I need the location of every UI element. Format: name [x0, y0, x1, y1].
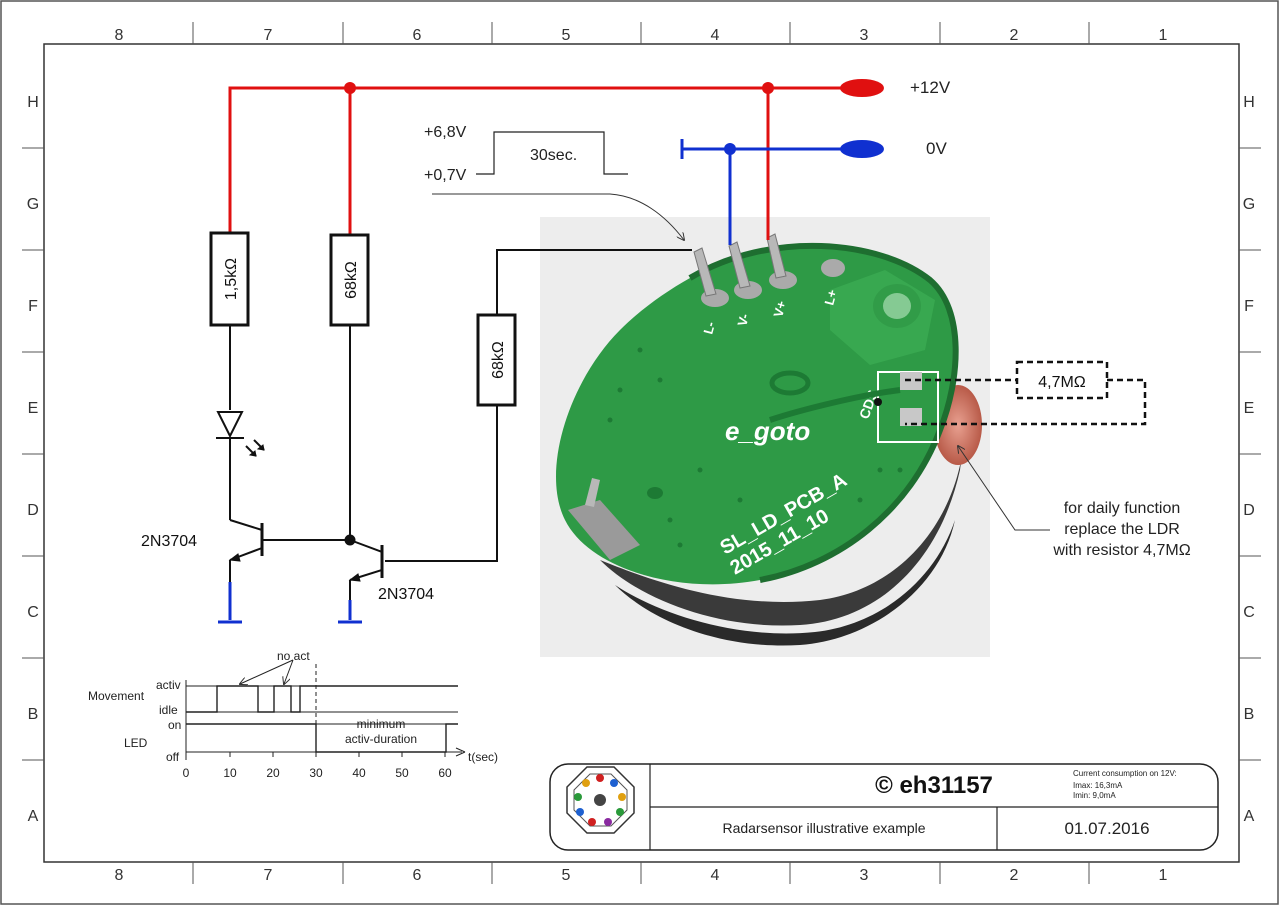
pin-label: V- [734, 312, 752, 328]
idle-label: idle [159, 703, 178, 717]
tick-label: 40 [352, 766, 366, 780]
pcb-photo: CDS L- V- V+ L+ e_goto SL_LD_PCB_A 2015_… [540, 217, 990, 657]
driver-circuit [209, 231, 692, 624]
led-label: LED [124, 736, 148, 750]
led-symbol [216, 411, 265, 457]
row-label-right: G [1243, 196, 1255, 213]
consumption-title: Current consumption on 12V: [1073, 769, 1177, 778]
row-label-right: D [1243, 502, 1255, 519]
tick-label: 30 [309, 766, 323, 780]
row-label-left: D [27, 502, 39, 519]
pin-label: L- [700, 320, 718, 336]
col-label-bottom: 8 [115, 867, 124, 884]
resistor-r3 [476, 313, 517, 407]
row-label-right: A [1244, 808, 1255, 825]
row-label-right: E [1244, 400, 1255, 417]
activ-label: activ [156, 678, 181, 692]
row-label-left: E [28, 400, 39, 417]
r-ldr-label: 4,7MΩ [1038, 374, 1086, 391]
zero-v-label: 0V [926, 139, 947, 158]
col-label-bottom: 5 [562, 867, 571, 884]
col-label-top: 1 [1159, 27, 1168, 44]
no-act-label: no act [277, 649, 310, 663]
timing-diagram: Movement activ idle LED on off no act mi… [88, 649, 498, 780]
pin-label: V+ [770, 299, 789, 319]
r3-label: 68kΩ [490, 341, 507, 379]
col-label-bottom: 7 [264, 867, 273, 884]
col-label-bottom: 2 [1010, 867, 1019, 884]
col-label-top: 3 [860, 27, 869, 44]
row-label-left: A [28, 808, 39, 825]
copyright-seal [566, 766, 635, 834]
activ-duration-label: activ-duration [345, 732, 417, 746]
col-label-top: 5 [562, 27, 571, 44]
col-label-bottom: 3 [860, 867, 869, 884]
q2-label: 2N3704 [378, 586, 434, 603]
row-label-right: B [1244, 706, 1255, 723]
author-label: © eh31157 [875, 772, 993, 799]
q1-label: 2N3704 [141, 533, 197, 550]
col-label-top: 8 [115, 27, 124, 44]
transistor-q1 [228, 478, 350, 582]
row-label-right: F [1244, 298, 1254, 315]
imin-label: Imin: 9,0mA [1073, 791, 1116, 800]
title-block: © eh31157 Current consumption on 12V: Im… [549, 763, 1219, 851]
tick-label: 10 [223, 766, 237, 780]
note-line-3: with resistor 4,7MΩ [1052, 542, 1190, 559]
col-label-top: 6 [413, 27, 422, 44]
note-line-1: for daily function [1064, 500, 1181, 517]
pcb-pins [693, 233, 845, 307]
tick-label: 0 [183, 766, 190, 780]
r1-label: 1,5kΩ [223, 258, 240, 300]
row-label-left: B [28, 706, 39, 723]
col-label-top: 7 [264, 27, 273, 44]
col-label-bottom: 6 [413, 867, 422, 884]
col-label-top: 4 [711, 27, 720, 44]
movement-label: Movement [88, 689, 145, 703]
plus-12v-label: +12V [910, 78, 951, 97]
ldr-replacement: 4,7MΩ for daily function replace the LDR… [874, 360, 1191, 559]
imax-label: Imax: 16,3mA [1073, 781, 1123, 790]
col-label-bottom: 4 [711, 867, 720, 884]
off-label: off [166, 750, 180, 764]
pin-label: L+ [821, 287, 840, 306]
pulse-duration-label: 30sec. [530, 147, 577, 164]
r2-label: 68kΩ [343, 261, 360, 299]
zero-v-terminal [840, 140, 884, 158]
col-label-bottom: 1 [1159, 867, 1168, 884]
plus-12v-terminal [840, 79, 884, 97]
row-label-right: H [1243, 94, 1255, 111]
time-axis-label: t(sec) [468, 750, 498, 764]
resistor-r1 [209, 231, 250, 327]
note-line-2: replace the LDR [1064, 521, 1180, 538]
pulse-low-label: +0,7V [424, 167, 467, 184]
transistor-q2 [348, 539, 384, 600]
pulse-high-label: +6,8V [424, 124, 467, 141]
tick-label: 60 [438, 766, 452, 780]
supply-rails: +12V 0V [228, 78, 951, 245]
output-pulse: +6,8V +0,7V 30sec. [424, 124, 684, 240]
description-label: Radarsensor illustrative example [722, 820, 925, 836]
row-label-left: H [27, 94, 39, 111]
watermark: e_goto [725, 416, 810, 446]
tick-label: 20 [266, 766, 280, 780]
date-label: 01.07.2016 [1064, 819, 1149, 838]
minimum-label: minimum [357, 717, 406, 731]
row-label-left: G [27, 196, 39, 213]
row-label-left: C [27, 604, 39, 621]
row-label-right: C [1243, 604, 1255, 621]
tick-label: 50 [395, 766, 409, 780]
col-label-top: 2 [1010, 27, 1019, 44]
on-label: on [168, 718, 181, 732]
row-label-left: F [28, 298, 38, 315]
